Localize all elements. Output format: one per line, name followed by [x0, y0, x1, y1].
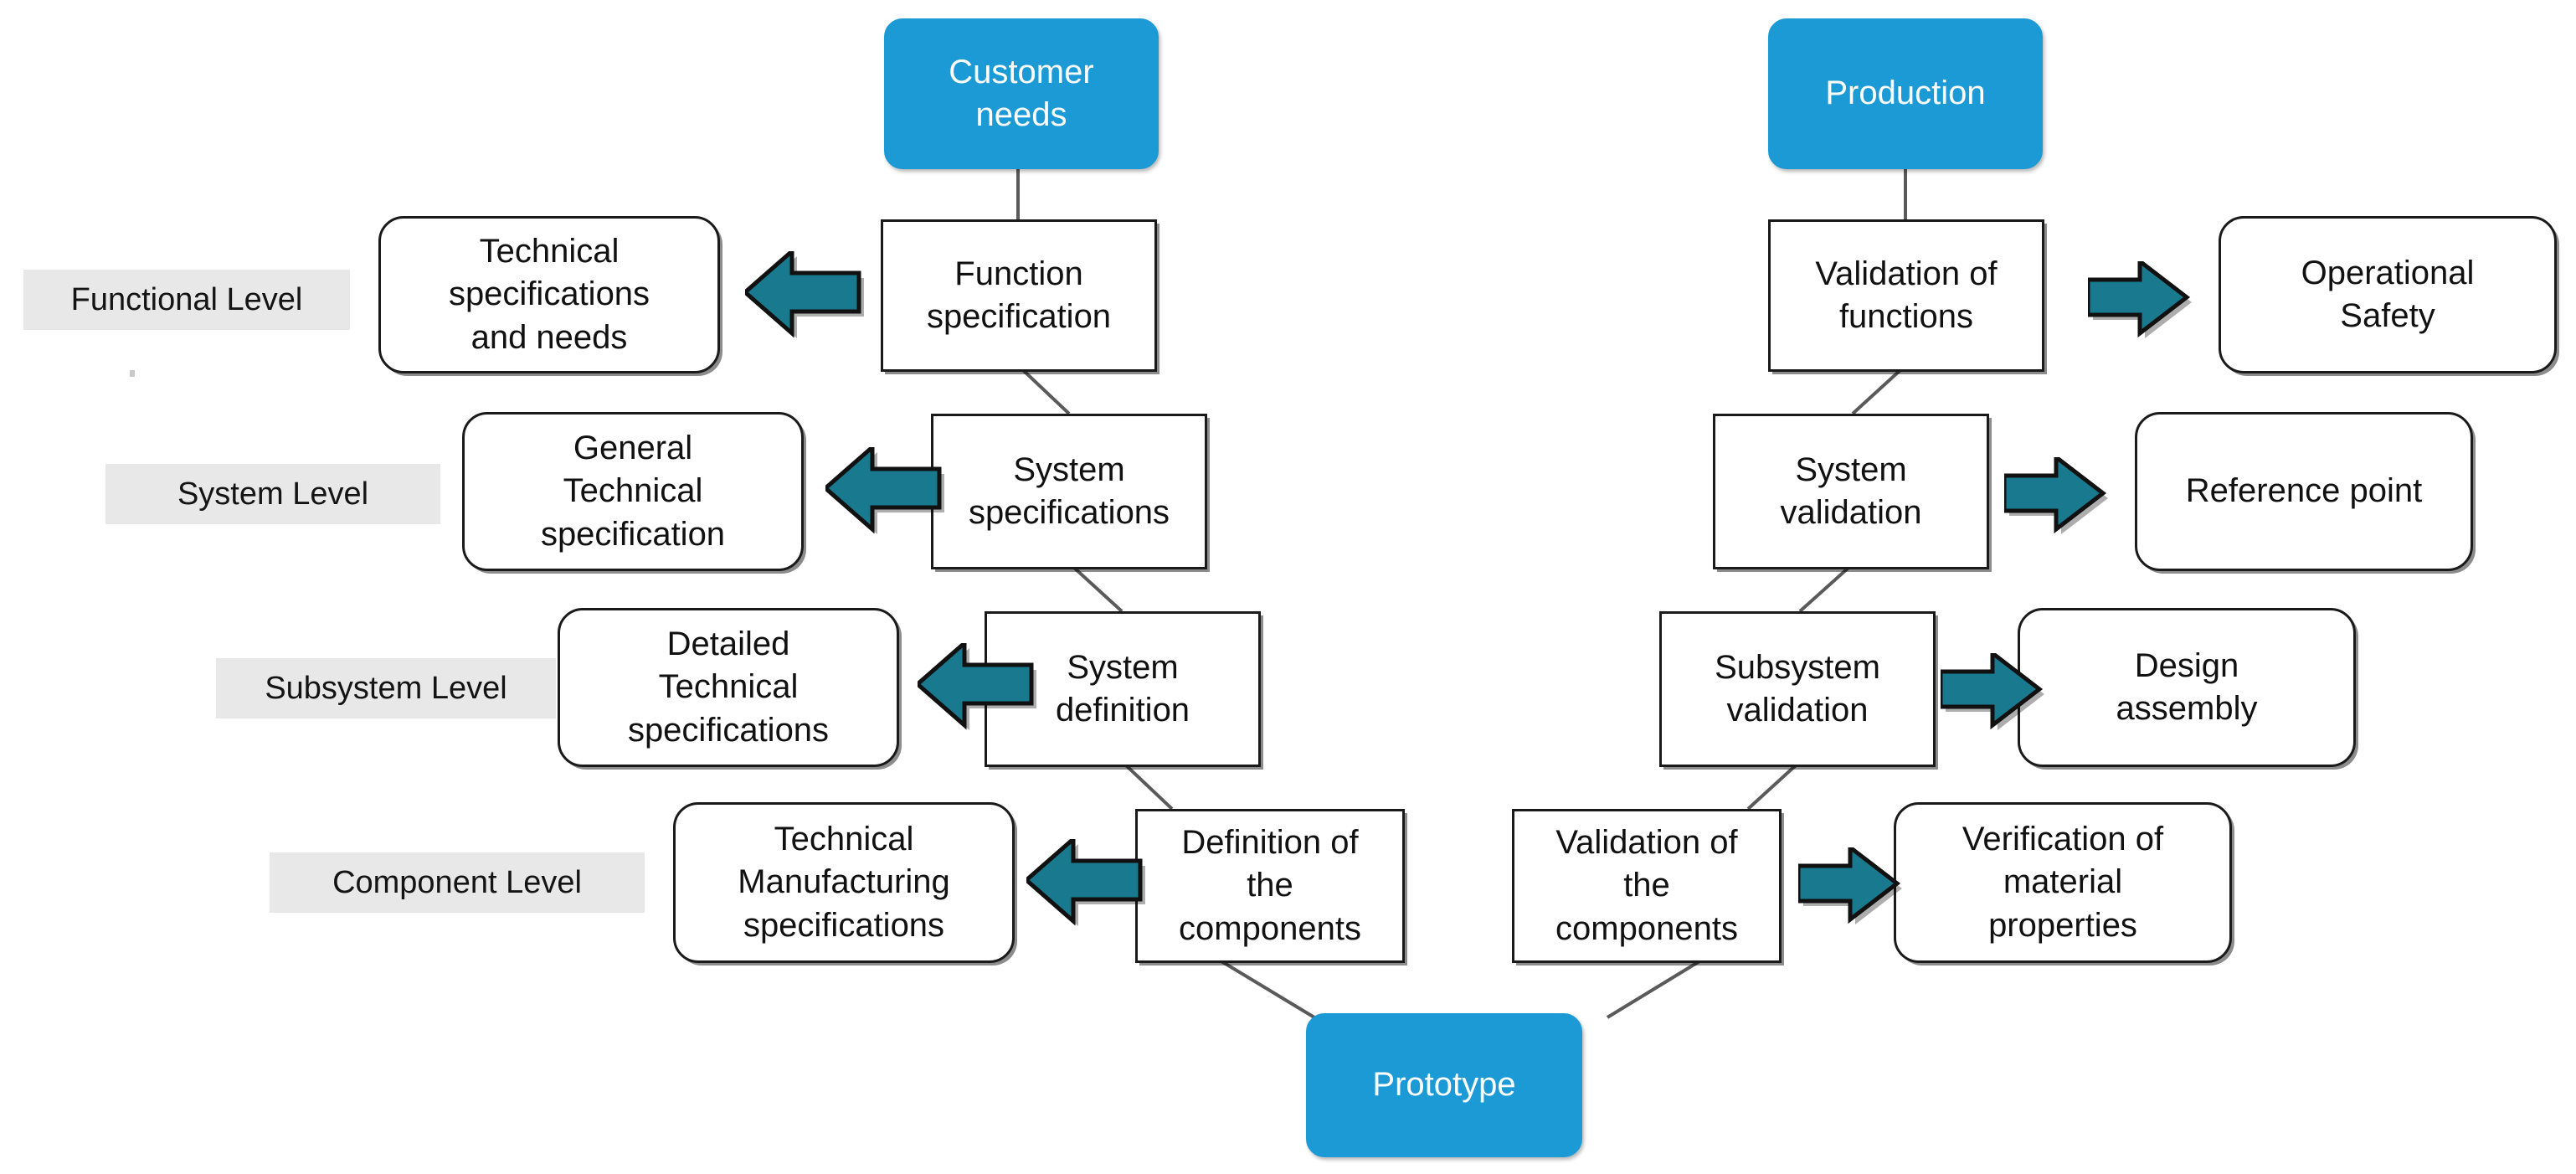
node-technical-specifications-and-needs-label: Technical specifications and needs	[448, 233, 650, 356]
node-subsystem-validation-label: Subsystem validation	[1715, 648, 1880, 729]
node-design-assembly[interactable]: Design assembly	[2018, 608, 2356, 767]
node-technical-manufacturing-specifications-label: Technical Manufacturing specifications	[738, 821, 950, 944]
node-production-label: Production	[1825, 75, 1986, 112]
node-design-assembly-label: Design assembly	[2116, 646, 2258, 727]
node-detailed-technical-specifications-label: Detailed Technical specifications	[627, 626, 830, 749]
arrow-right-component-icon	[1798, 847, 1907, 928]
arrow-left-component-icon	[1026, 839, 1150, 931]
node-system-validation-label: System validation	[1780, 451, 1922, 531]
connector-subsystemval-to-components	[1746, 764, 1797, 811]
node-production[interactable]: Production	[1768, 18, 2043, 169]
node-definition-of-the-components[interactable]: Definition of the components	[1135, 809, 1405, 963]
connector-systemval-to-subsystemval	[1798, 566, 1850, 613]
node-operational-safety-label: Operational Safety	[2301, 254, 2475, 334]
node-validation-of-the-components-label: Validation of the components	[1555, 824, 1738, 947]
connector-function-to-systemspec	[1021, 368, 1071, 415]
node-system-specifications[interactable]: System specifications	[931, 414, 1207, 569]
arrow-left-system-icon	[825, 447, 949, 539]
arrow-right-functional-icon	[2088, 261, 2197, 342]
node-system-definition-label: System definition	[1055, 648, 1190, 729]
node-subsystem-validation[interactable]: Subsystem validation	[1659, 611, 1936, 767]
node-detailed-technical-specifications[interactable]: Detailed Technical specifications	[558, 608, 899, 767]
node-prototype[interactable]: Prototype	[1306, 1013, 1582, 1157]
level-label-functional-text: Functional Level	[70, 281, 303, 317]
node-general-technical-specification-label: General Technical specification	[540, 430, 726, 553]
arrow-right-system-icon	[2004, 457, 2113, 538]
connector-systemspec-to-systemdef	[1072, 566, 1123, 613]
node-function-specification-label: Function specification	[926, 255, 1112, 335]
node-system-validation[interactable]: System validation	[1713, 414, 1989, 569]
level-label-subsystem: Subsystem Level	[216, 658, 556, 718]
connector-components-to-prototype	[1220, 960, 1316, 1019]
node-reference-point-label: Reference point	[2185, 472, 2423, 510]
node-validation-of-functions[interactable]: Validation of functions	[1768, 219, 2044, 372]
level-label-system-text: System Level	[177, 476, 369, 512]
connector-validationfn-to-systemval	[1851, 368, 1902, 415]
arrow-left-functional-icon	[745, 251, 869, 343]
node-definition-of-the-components-label: Definition of the components	[1179, 824, 1361, 947]
arrow-right-subsystem-icon	[1941, 653, 2049, 734]
connector-validcomponents-to-prototype	[1606, 960, 1701, 1019]
node-prototype-label: Prototype	[1372, 1066, 1516, 1104]
node-function-specification[interactable]: Function specification	[881, 219, 1157, 372]
node-operational-safety[interactable]: Operational Safety	[2219, 216, 2557, 373]
level-label-subsystem-text: Subsystem Level	[265, 670, 507, 706]
node-reference-point[interactable]: Reference point	[2135, 412, 2473, 571]
node-validation-of-the-components[interactable]: Validation of the components	[1512, 809, 1782, 963]
level-label-component-text: Component Level	[332, 864, 582, 900]
arrow-left-subsystem-icon	[918, 643, 1041, 735]
connector-systemdef-to-components	[1124, 764, 1174, 811]
node-technical-specifications-and-needs[interactable]: Technical specifications and needs	[378, 216, 720, 373]
node-system-specifications-label: System specifications	[968, 451, 1170, 531]
node-verification-of-material-properties-label: Verification of material properties	[1962, 821, 2164, 944]
node-verification-of-material-properties[interactable]: Verification of material properties	[1894, 802, 2232, 963]
node-technical-manufacturing-specifications[interactable]: Technical Manufacturing specifications	[673, 802, 1015, 963]
node-customer-needs-label: Customer needs	[949, 53, 1094, 133]
node-general-technical-specification[interactable]: General Technical specification	[462, 412, 804, 571]
level-label-functional: Functional Level	[23, 270, 350, 330]
level-label-component: Component Level	[270, 852, 645, 913]
stray-artifact-dot	[130, 370, 135, 377]
node-customer-needs[interactable]: Customer needs	[884, 18, 1159, 169]
node-validation-of-functions-label: Validation of functions	[1815, 255, 1998, 335]
level-label-system: System Level	[105, 464, 440, 524]
